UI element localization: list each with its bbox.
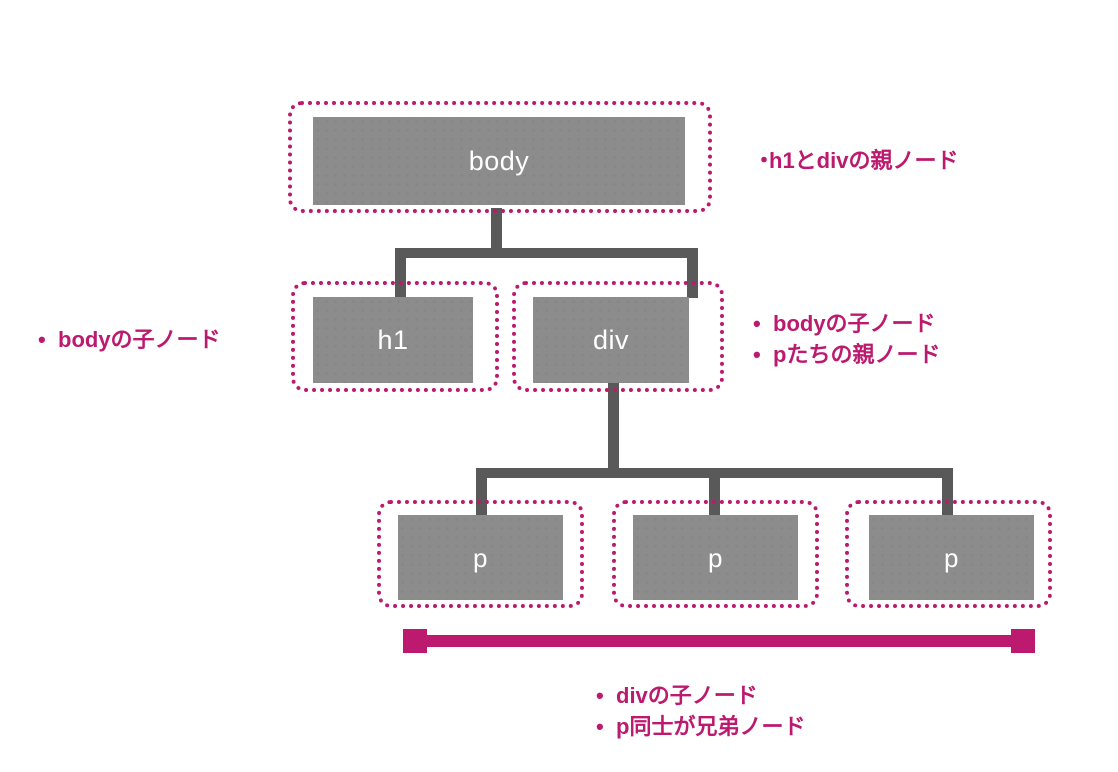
node-p3-label: p	[944, 542, 959, 573]
connector-div-stem	[608, 383, 619, 475]
connector-drop-p3	[942, 468, 953, 521]
annotation-p-line-1: • divの子ノード	[596, 680, 805, 711]
annotation-p-line-2: • p同士が兄弟ノード	[596, 711, 805, 742]
connector-drop-p1	[476, 468, 487, 521]
group-h1	[291, 281, 499, 392]
node-p2-label: p	[708, 542, 723, 573]
node-body[interactable]: body	[313, 117, 685, 205]
node-div-label: div	[592, 324, 629, 355]
annotation-text: bodyの子ノード	[773, 311, 936, 336]
connector-drop-p2	[709, 468, 720, 521]
group-p2	[612, 500, 819, 608]
annotation-p: • divの子ノード • p同士が兄弟ノード	[596, 680, 805, 742]
annotation-text: p同士が兄弟ノード	[616, 714, 806, 739]
annotation-text: h1とdivの親ノード	[769, 148, 959, 173]
group-body	[288, 101, 712, 213]
connector-drop-div	[687, 248, 698, 298]
annotation-div-line-1: • bodyの子ノード	[753, 308, 940, 339]
sibling-span-cap-left	[403, 629, 427, 653]
bullet-icon: •	[596, 683, 604, 708]
connector-body-bar	[395, 248, 698, 258]
node-div[interactable]: div	[533, 297, 689, 383]
bullet-icon: •	[596, 714, 604, 739]
bullet-icon: •	[753, 311, 761, 336]
node-body-label: body	[468, 145, 530, 176]
annotation-h1-line-1: • bodyの子ノード	[38, 324, 221, 355]
bullet-icon: •	[38, 327, 46, 352]
node-p1[interactable]: p	[398, 515, 563, 600]
annotation-body: ・h1とdivの親ノード	[753, 145, 958, 176]
node-h1[interactable]: h1	[313, 297, 473, 383]
node-p1-label: p	[473, 542, 488, 573]
bullet-icon: •	[753, 342, 761, 367]
annotation-div-line-2: • pたちの親ノード	[753, 339, 940, 370]
connector-drop-h1	[395, 248, 406, 298]
annotation-text: bodyの子ノード	[58, 327, 221, 352]
sibling-span-bar	[403, 635, 1035, 647]
group-p3	[845, 500, 1052, 608]
annotation-body-line-1: ・h1とdivの親ノード	[753, 145, 958, 176]
node-p2[interactable]: p	[633, 515, 798, 600]
sibling-span-cap-right	[1011, 629, 1035, 653]
annotation-text: pたちの親ノード	[773, 342, 941, 367]
annotation-div: • bodyの子ノード • pたちの親ノード	[753, 308, 940, 370]
connector-body-stem	[491, 208, 502, 255]
group-p1	[377, 500, 584, 608]
node-p3[interactable]: p	[869, 515, 1034, 600]
node-h1-label: h1	[377, 324, 409, 355]
annotation-h1: • bodyの子ノード	[38, 324, 221, 355]
bullet-icon: ・	[753, 148, 776, 173]
annotation-text: divの子ノード	[616, 683, 758, 708]
group-div	[512, 281, 724, 392]
